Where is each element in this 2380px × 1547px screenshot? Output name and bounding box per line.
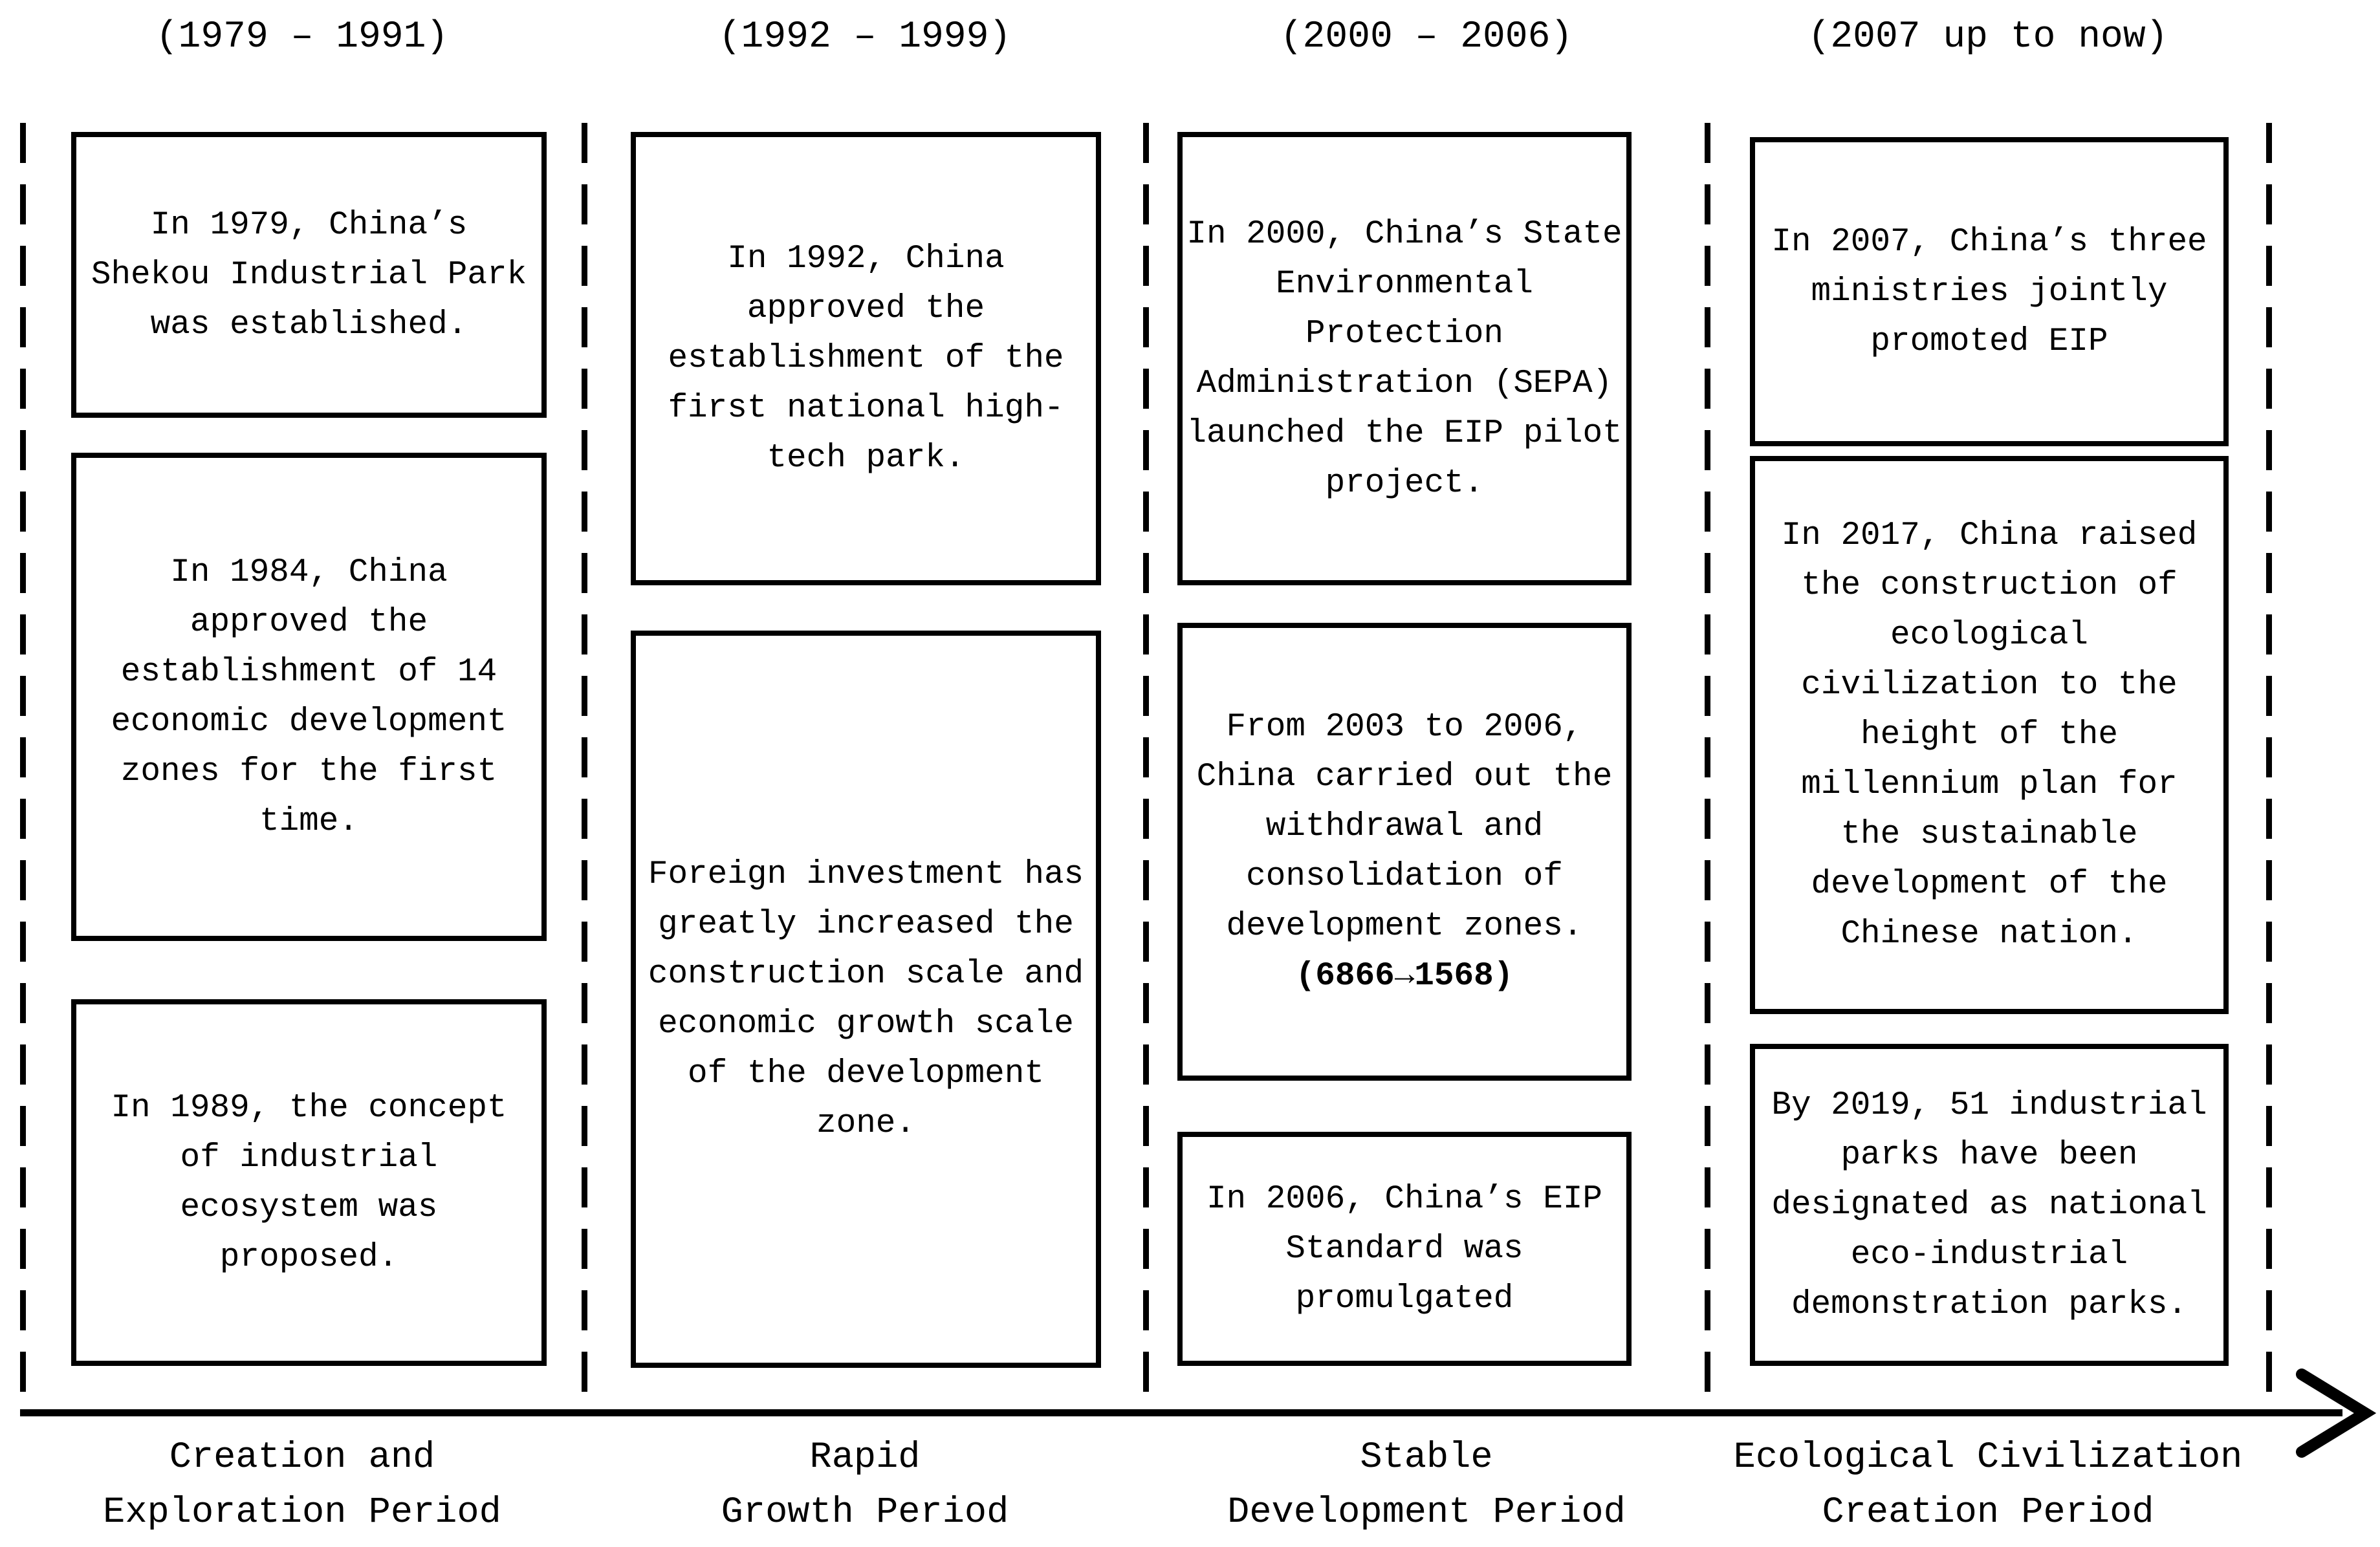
event-box-foreign-investment: Foreign investment has greatly increased… — [631, 631, 1101, 1368]
event-box-1979: In 1979, China’s Shekou Industrial Park … — [71, 132, 547, 418]
event-text: From 2003 to 2006, China carried out the… — [1196, 709, 1613, 945]
period-year-range-4: (2007 up to now) — [1807, 16, 2168, 58]
dashed-divider-right — [2266, 123, 2272, 1413]
event-box-1989: In 1989, the concept of industrial ecosy… — [71, 999, 547, 1366]
timeline-axis — [20, 1409, 2342, 1416]
event-text: In 1984, China approved the establishmen… — [111, 554, 507, 840]
event-text: In 2017, China raised the construction o… — [1781, 517, 2198, 953]
dashed-divider-2-3 — [1143, 123, 1149, 1413]
period-label-rapid-growth: Rapid Growth Period — [721, 1437, 1009, 1533]
event-text: In 2006, China’s EIP Standard was promul… — [1206, 1180, 1603, 1317]
event-box-2006: In 2006, China’s EIP Standard was promul… — [1177, 1132, 1632, 1366]
period-label-stable-development: Stable Development Period — [1227, 1437, 1626, 1533]
event-zone-count: (6866→1568) — [1295, 958, 1514, 995]
period-label-ecological-civilization: Ecological Civilization Creation Period — [1733, 1437, 2243, 1533]
period-label-creation-exploration: Creation and Exploration Period — [103, 1437, 501, 1533]
event-text: By 2019, 51 industrial parks have been d… — [1771, 1087, 2207, 1323]
period-year-range-3: (2000 – 2006) — [1280, 16, 1573, 58]
event-box-2007: In 2007, China’s three ministries jointl… — [1750, 137, 2229, 446]
event-text: In 2000, China’s State Environmental Pro… — [1186, 215, 1622, 502]
event-text: In 2007, China’s three ministries jointl… — [1771, 223, 2207, 360]
period-year-range-2: (1992 – 1999) — [718, 16, 1012, 58]
period-year-range-1: (1979 – 1991) — [155, 16, 449, 58]
event-box-2019: By 2019, 51 industrial parks have been d… — [1750, 1044, 2229, 1366]
dashed-divider-1-2 — [582, 123, 587, 1413]
event-box-2003-2006: From 2003 to 2006, China carried out the… — [1177, 623, 1632, 1081]
event-box-2000: In 2000, China’s State Environmental Pro… — [1177, 132, 1632, 585]
event-text: In 1992, China approved the establishmen… — [668, 241, 1064, 477]
event-text: In 1979, China’s Shekou Industrial Park … — [91, 206, 527, 343]
event-box-1984: In 1984, China approved the establishmen… — [71, 453, 547, 941]
dashed-divider-3-4 — [1705, 123, 1710, 1413]
arrowhead-icon — [2296, 1368, 2377, 1458]
event-text: In 1989, the concept of industrial ecosy… — [111, 1089, 507, 1276]
event-box-2017: In 2017, China raised the construction o… — [1750, 456, 2229, 1014]
event-box-1992: In 1992, China approved the establishmen… — [631, 132, 1101, 585]
dashed-divider-left — [20, 123, 26, 1413]
event-text: Foreign investment has greatly increased… — [648, 856, 1084, 1142]
